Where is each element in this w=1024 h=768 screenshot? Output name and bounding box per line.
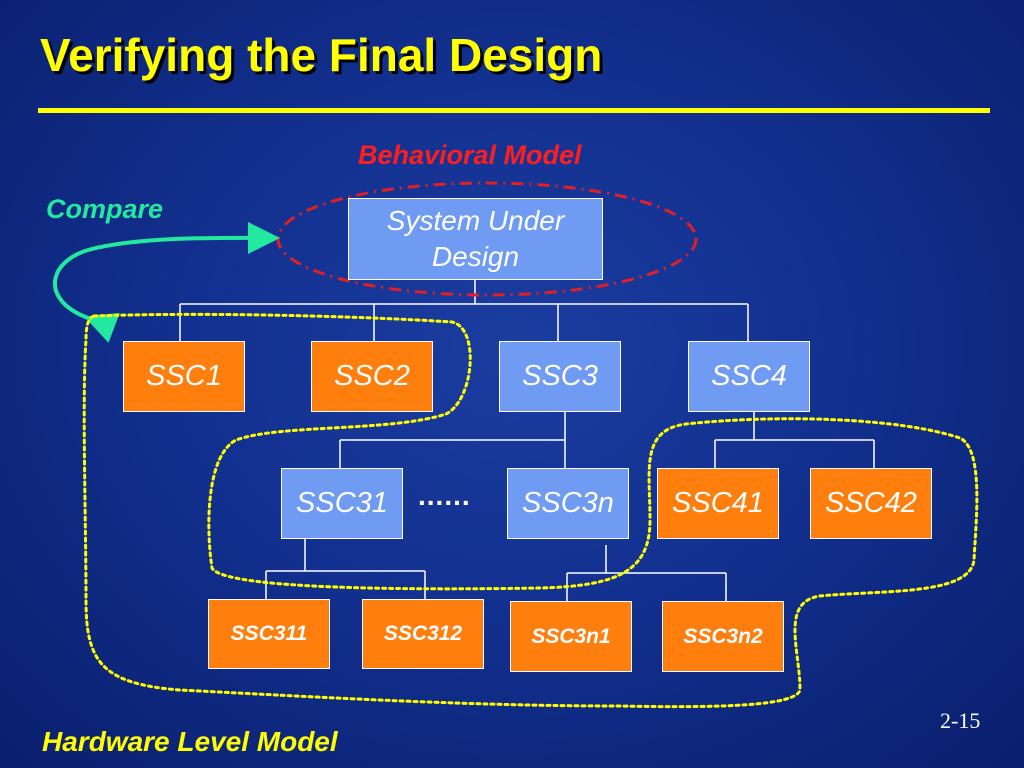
ssc3n1-box: SSC3n1 [510,601,632,672]
ssc3n-box: SSC3n [507,468,629,539]
ssc31-box: SSC31 [281,468,403,539]
ssc3-box: SSC3 [499,341,621,412]
tree-connectors [179,280,875,601]
title-underline [38,108,990,113]
compare-label: Compare [46,194,164,224]
hardware-level-model-label: Hardware Level Model [42,726,338,757]
ssc3n2-box: SSC3n2 [662,601,784,672]
hardware-level-model-outline [82,312,979,709]
slide-title: Verifying the Final Design [40,29,603,81]
ssc42-box: SSC42 [810,468,932,539]
behavioral-model-label: Behavioral Model [358,140,582,170]
ssc1-box: SSC1 [123,341,245,412]
ssc41-box: SSC41 [657,468,779,539]
ellipsis-dots: ...... [418,480,471,511]
compare-arrow [53,221,280,343]
ssc312-box: SSC312 [362,599,484,669]
ssc311-box: SSC311 [208,599,330,669]
ssc4-box: SSC4 [688,341,810,412]
page-number: 2-15 [940,708,981,733]
system-under-design-box: System Under Design [348,198,603,280]
ssc2-box: SSC2 [311,341,433,412]
